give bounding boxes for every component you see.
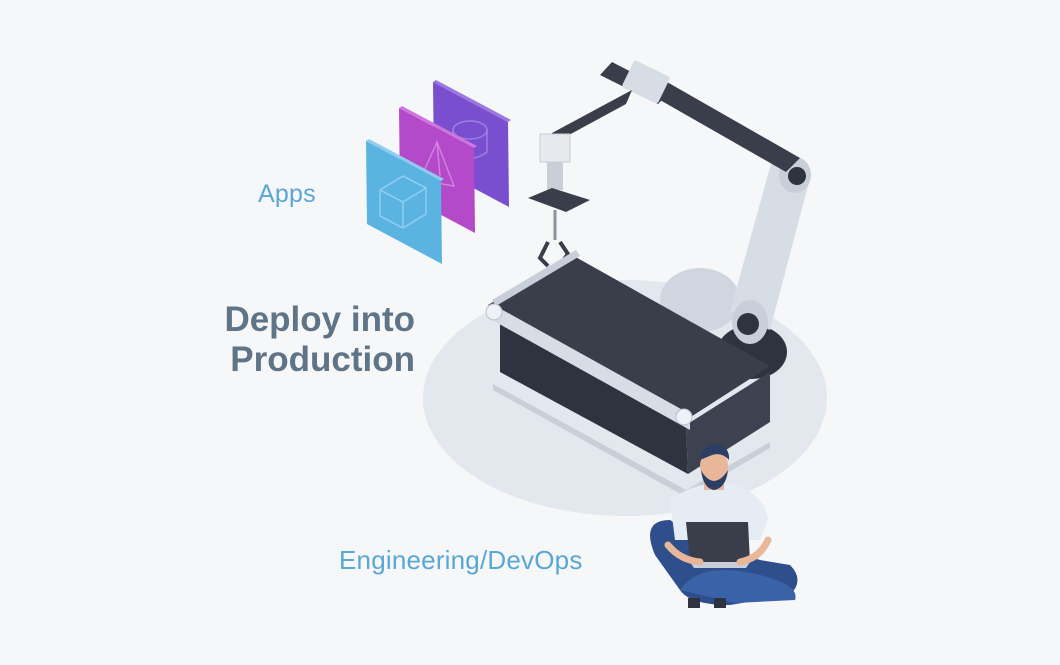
robot-arm-upper (646, 78, 800, 172)
apps-label: Apps (258, 180, 316, 208)
headline: Deploy into Production (170, 300, 415, 380)
engineering-label: Engineering/DevOps (339, 545, 583, 575)
engineer-figure (650, 444, 798, 608)
app-card-blue (366, 139, 444, 264)
headline-line-2: Production (230, 340, 415, 379)
headline-line-1: Deploy into (224, 300, 415, 339)
robot-head (539, 133, 571, 163)
robot-arm-lower (730, 160, 810, 330)
laptop-icon (686, 522, 750, 562)
